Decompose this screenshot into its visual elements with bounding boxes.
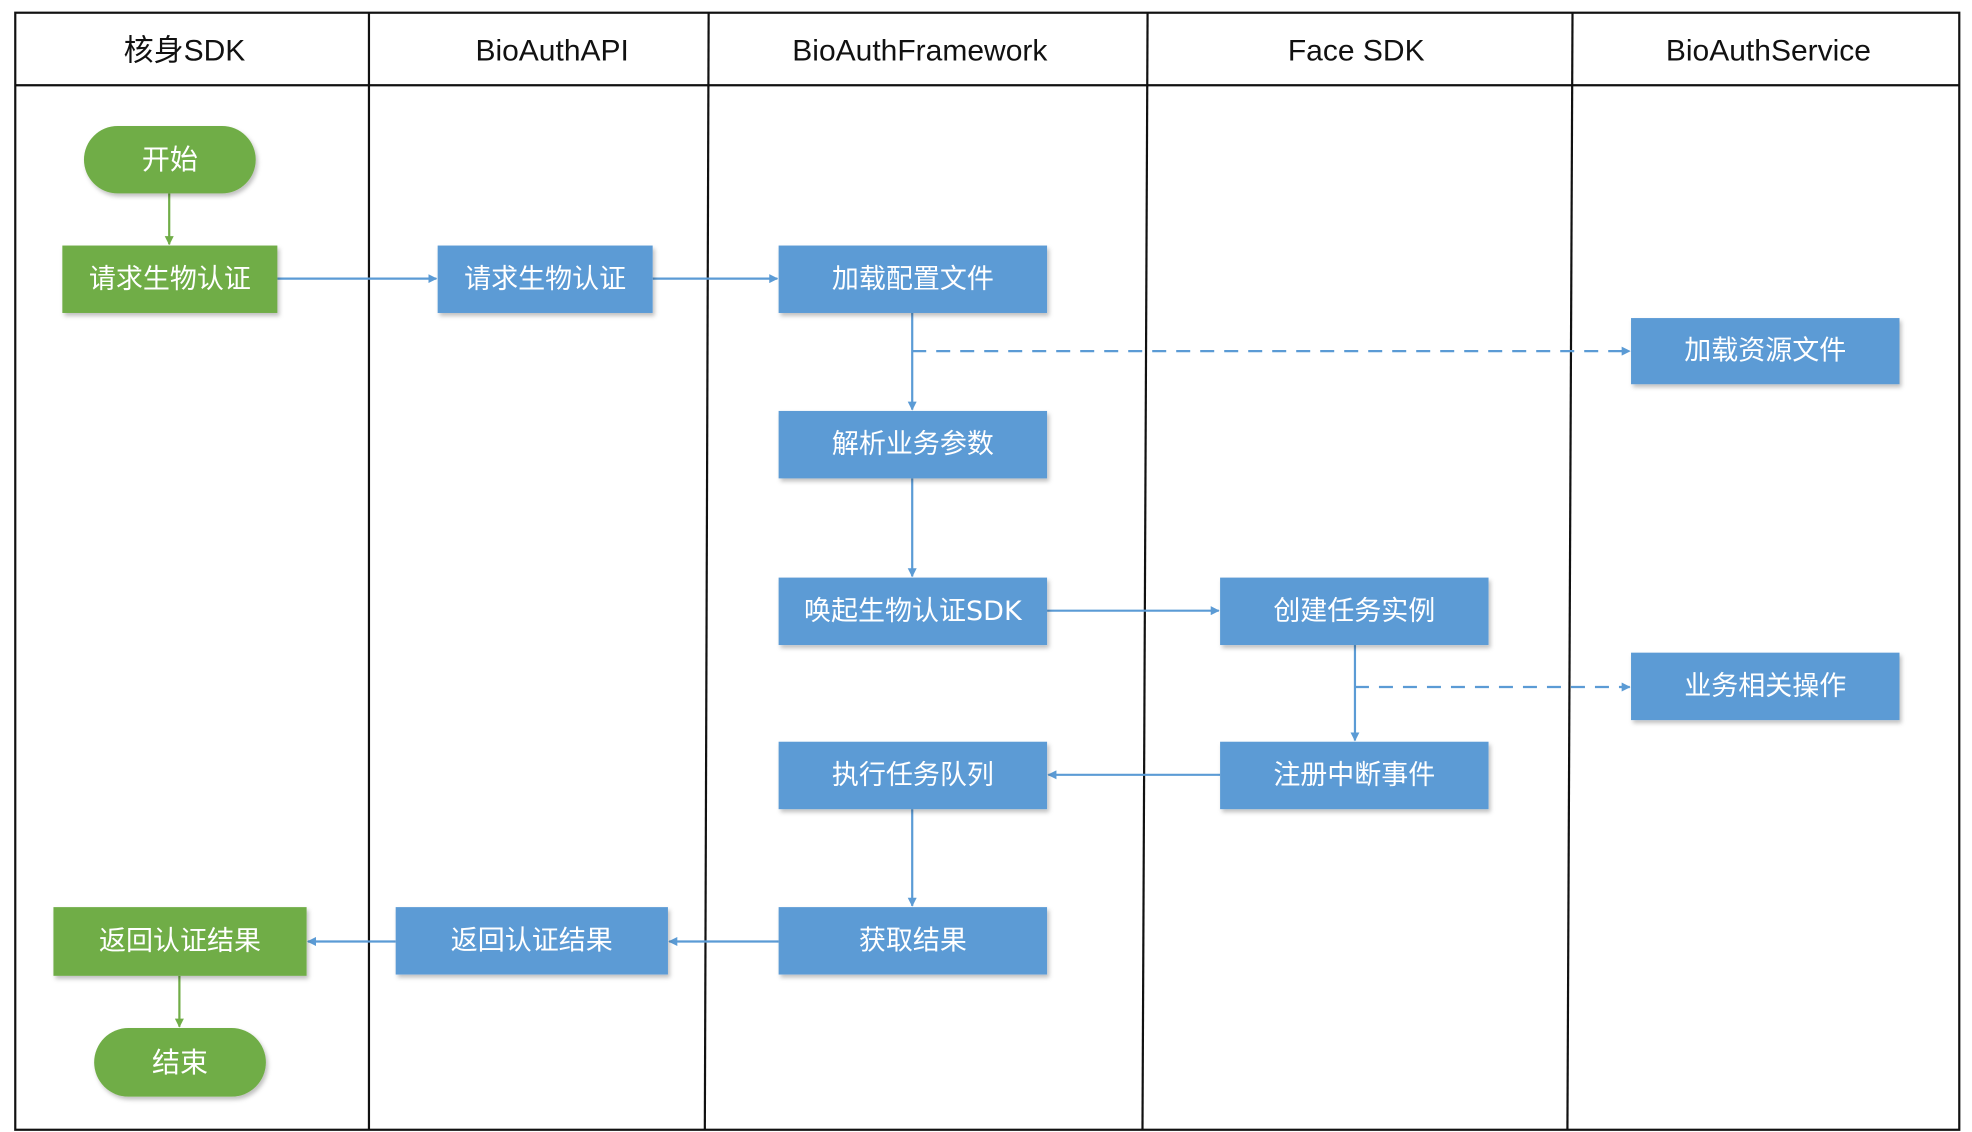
node-label-getres: 获取结果 [859, 925, 967, 956]
lane-title-face: Face SDK [1288, 34, 1425, 67]
process-box [778, 410, 1048, 479]
lane-title-fw: BioAuthFramework [792, 34, 1048, 67]
node-label-reg: 注册中断事件 [1273, 760, 1435, 791]
process-box [395, 907, 668, 975]
process-bizop: 业务相关操作 [1631, 652, 1900, 721]
process-reg: 注册中断事件 [1220, 741, 1489, 810]
lane-divider [1566, 12, 1574, 1130]
node-label-ret2: 返回认证结果 [451, 925, 613, 956]
process-box [778, 741, 1048, 810]
swimlane-frame [14, 11, 1961, 1131]
diagram-border [14, 11, 1961, 1131]
process-exec: 执行任务队列 [778, 741, 1048, 810]
process-invoke: 唤起生物认证SDK [778, 577, 1048, 646]
lane-headers: 核身SDK BioAuthAPI BioAuthFramework Face SDK B… [124, 34, 1871, 67]
process-req2: 请求生物认证 [437, 245, 653, 313]
lane-title-api: BioAuthAPI [475, 34, 628, 67]
process-box [62, 245, 278, 313]
process-box [1220, 741, 1489, 810]
node-label-end: 结束 [152, 1046, 208, 1079]
flow-connectors [164, 193, 1631, 1028]
process-box [1220, 577, 1489, 646]
process-box [53, 907, 307, 976]
terminal-end: 结束 [94, 1027, 266, 1097]
node-label-start: 开始 [142, 143, 198, 176]
lane-title-svc: BioAuthService [1666, 34, 1871, 67]
lane-title-hssdk: 核身SDK [124, 34, 246, 67]
process-box [778, 907, 1048, 975]
node-label-req2: 请求生物认证 [464, 264, 626, 295]
node-label-parse: 解析业务参数 [832, 429, 994, 460]
process-loadcfg: 加载配置文件 [778, 245, 1048, 313]
process-parse: 解析业务参数 [778, 410, 1048, 479]
node-label-req1: 请求生物认证 [89, 264, 251, 295]
process-loadres: 加载资源文件 [1631, 318, 1900, 385]
process-box [778, 577, 1048, 646]
terminal-shape [94, 1027, 266, 1097]
process-ret1: 返回认证结果 [53, 907, 307, 976]
lane-divider [703, 12, 710, 1130]
process-getres: 获取结果 [778, 907, 1048, 975]
process-box [778, 245, 1048, 313]
node-label-create: 创建任务实例 [1273, 596, 1435, 627]
node-label-loadres: 加载资源文件 [1684, 336, 1846, 367]
process-req1: 请求生物认证 [62, 245, 278, 313]
process-box [1631, 318, 1900, 385]
terminal-shape [83, 125, 256, 194]
node-label-exec: 执行任务队列 [832, 760, 994, 791]
process-create: 创建任务实例 [1220, 577, 1489, 646]
node-label-bizop: 业务相关操作 [1684, 671, 1846, 702]
node-label-invoke: 唤起生物认证SDK [804, 596, 1023, 627]
node-label-loadcfg: 加载配置文件 [832, 264, 994, 295]
node-label-ret1: 返回认证结果 [99, 926, 261, 957]
process-box [437, 245, 653, 313]
lane-divider [1141, 12, 1149, 1130]
terminal-start: 开始 [83, 125, 256, 194]
process-ret2: 返回认证结果 [395, 907, 668, 975]
process-box [1631, 652, 1900, 721]
